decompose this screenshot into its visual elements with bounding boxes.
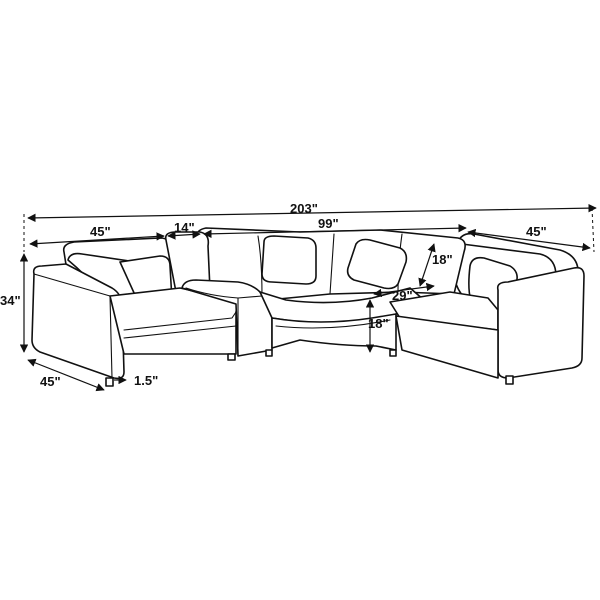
dim-line-seat-depth — [373, 282, 435, 298]
dim-line-connector — [167, 230, 201, 240]
label-back-height: 18" — [432, 252, 453, 267]
leg-curve — [389, 349, 397, 357]
label-height: 34" — [0, 293, 21, 308]
label-right-width: 45" — [526, 224, 547, 239]
label-seat-depth: 29" — [392, 288, 413, 303]
leg-front-left — [105, 377, 114, 387]
leg-connector — [265, 349, 273, 357]
label-left-width: 45" — [90, 224, 111, 239]
leg-front-right — [505, 375, 514, 385]
left-seat-top — [123, 311, 237, 331]
dimension-labels: 203" 45" 14" 99" 45" 34" 45" 1.5" 18" 29… — [0, 201, 547, 389]
pillow-center — [261, 235, 317, 285]
curve-cushion-line-1 — [257, 235, 263, 297]
dim-line-left-width — [29, 232, 165, 248]
dim-line-depth — [27, 358, 105, 392]
right-base — [395, 315, 499, 379]
label-seat-height: 18" — [368, 316, 389, 331]
label-depth: 45" — [40, 374, 61, 389]
label-curve-width: 99" — [318, 216, 339, 231]
dim-line-overall — [27, 203, 597, 223]
leg-left-seat — [227, 353, 236, 361]
label-overall-width: 203" — [290, 201, 318, 216]
curve-cushion-line-2 — [329, 233, 335, 295]
dim-line-curve — [203, 223, 467, 239]
dimension-lines — [19, 203, 597, 392]
pillow-center-right — [346, 238, 408, 290]
label-connector-width: 14" — [174, 220, 195, 235]
curve-base-line — [275, 319, 391, 329]
dim-line-back-height — [418, 243, 436, 287]
curve-base — [271, 313, 397, 351]
dim-line-right-width — [467, 228, 591, 252]
label-leg-height: 1.5" — [134, 373, 158, 388]
right-arm — [496, 266, 585, 379]
left-seat-front — [123, 325, 237, 339]
sofa-drawing — [31, 227, 585, 387]
